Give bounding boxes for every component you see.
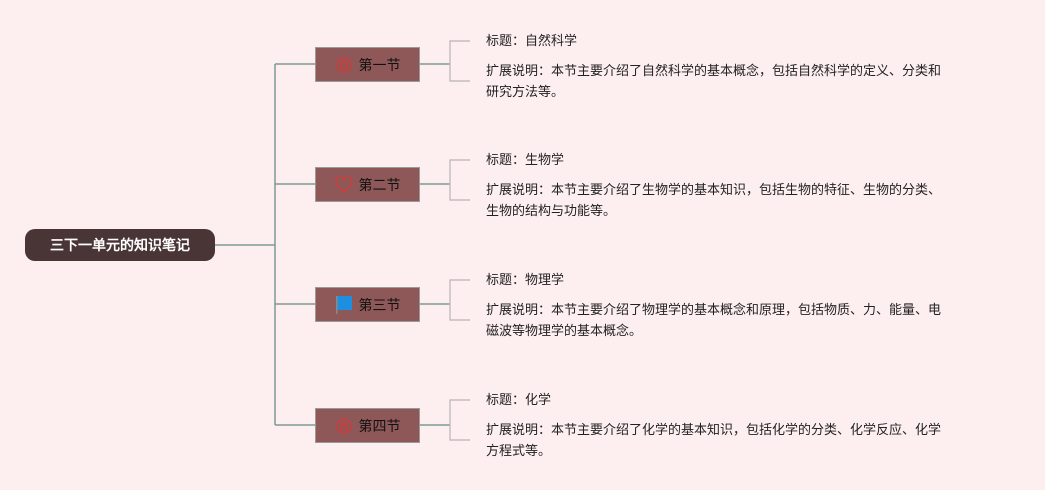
leaf-desc-line2-2: 生物的结构与功能等。 — [486, 204, 617, 219]
section-node-4[interactable]: 第四节 — [315, 408, 420, 443]
leaf-desc-line1-1: 扩展说明：本节主要介绍了自然科学的基本概念，包括自然科学的定义、分类和 — [486, 64, 942, 79]
root-node[interactable]: 三下一单元的知识笔记 — [25, 229, 215, 261]
leaf-title-text-1: 标题：自然科学 — [486, 34, 578, 49]
lock-icon — [335, 56, 353, 74]
leaf-title-1[interactable]: 标题：自然科学 — [486, 31, 577, 52]
leaf-desc-line2-3: 磁波等物理学的基本概念。 — [486, 324, 643, 339]
leaf-connectors-4 — [420, 399, 470, 441]
leaf-desc-line1-3: 扩展说明：本节主要介绍了物理学的基本概念和原理，包括物质、力、能量、电 — [486, 303, 942, 318]
leaf-connectors-2 — [420, 159, 470, 201]
section-label-1: 第一节 — [358, 57, 401, 74]
leaf-desc-1[interactable]: 扩展说明：本节主要介绍了自然科学的基本概念，包括自然科学的定义、分类和 研究方法… — [486, 61, 986, 103]
leaf-desc-line1-2: 扩展说明：本节主要介绍了生物学的基本知识，包括生物的特征、生物的分类、 — [486, 183, 942, 198]
leaf-title-3[interactable]: 标题：物理学 — [486, 270, 564, 291]
leaf-connectors-3 — [420, 279, 470, 321]
leaf-title-text-4: 标题：化学 — [486, 393, 552, 408]
leaf-desc-2[interactable]: 扩展说明：本节主要介绍了生物学的基本知识，包括生物的特征、生物的分类、 生物的结… — [486, 180, 986, 222]
section-label-4: 第四节 — [358, 418, 401, 435]
leaf-desc-line2-1: 研究方法等。 — [486, 85, 565, 100]
leaf-desc-3[interactable]: 扩展说明：本节主要介绍了物理学的基本概念和原理，包括物质、力、能量、电 磁波等物… — [486, 300, 986, 342]
leaf-desc-4[interactable]: 扩展说明：本节主要介绍了化学的基本知识，包括化学的分类、化学反应、化学 方程式等… — [486, 420, 986, 462]
section-node-2[interactable]: 第二节 — [315, 167, 420, 202]
leaf-title-text-3: 标题：物理学 — [486, 273, 565, 288]
flag-icon — [335, 295, 353, 314]
leaf-connectors-1 — [420, 40, 470, 82]
heart-icon — [334, 176, 353, 194]
leaf-title-text-2: 标题：生物学 — [486, 153, 565, 168]
leaf-desc-line1-4: 扩展说明：本节主要介绍了化学的基本知识，包括化学的分类、化学反应、化学 — [486, 423, 942, 438]
section-node-3[interactable]: 第三节 — [315, 287, 420, 322]
lock-icon — [335, 417, 353, 435]
section-label-3: 第三节 — [358, 297, 401, 314]
root-label: 三下一单元的知识笔记 — [50, 238, 190, 254]
leaf-desc-line2-4: 方程式等。 — [486, 444, 552, 459]
leaf-title-2[interactable]: 标题：生物学 — [486, 150, 564, 171]
section-label-2: 第二节 — [358, 177, 401, 194]
section-node-1[interactable]: 第一节 — [315, 47, 420, 82]
leaf-title-4[interactable]: 标题：化学 — [486, 390, 551, 411]
